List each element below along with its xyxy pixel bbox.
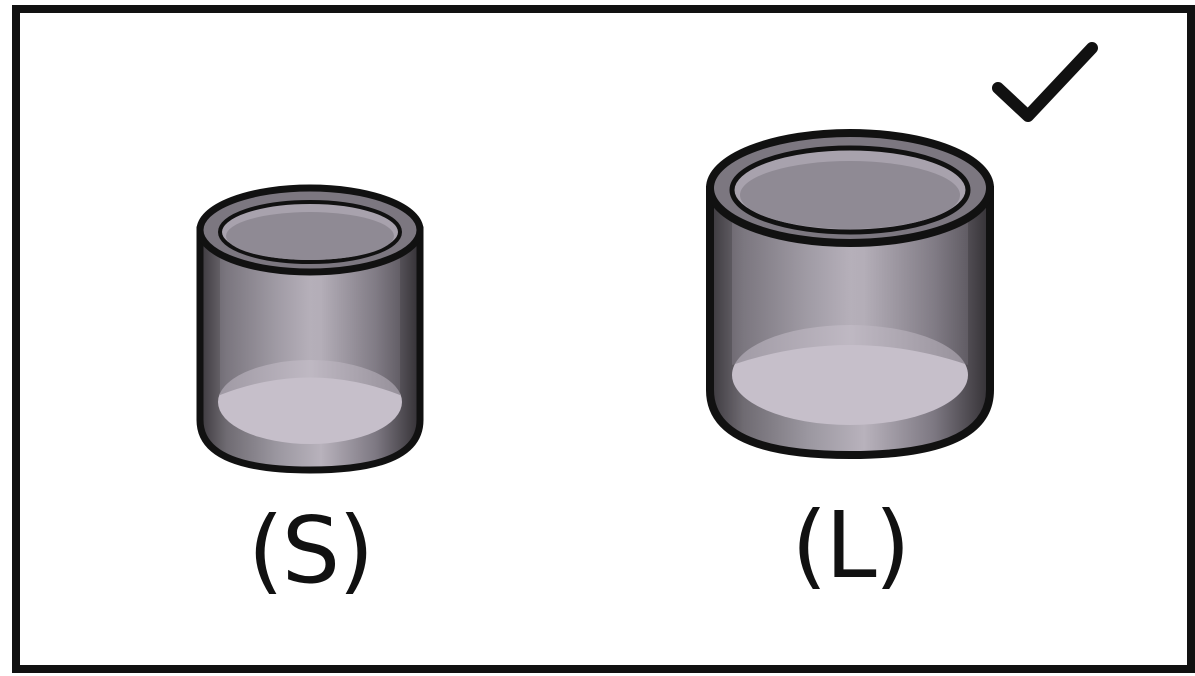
option-large[interactable]: (L)	[680, 110, 1020, 590]
checkmark-icon	[990, 38, 1100, 128]
option-label-large: (L)	[680, 500, 1020, 592]
large-cup-icon	[680, 110, 1020, 470]
small-cup-icon	[170, 170, 450, 490]
option-small[interactable]: (S)	[170, 170, 450, 610]
option-label-small: (S)	[170, 505, 450, 597]
